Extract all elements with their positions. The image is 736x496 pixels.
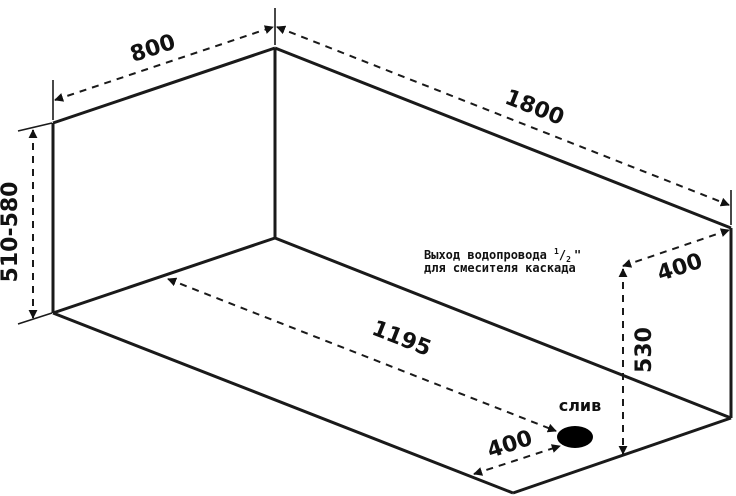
inner-length-dimension: 1195 [368, 316, 434, 362]
outlet-height-dimension: 530 [632, 327, 657, 373]
bathtub-outline [51, 46, 733, 495]
length-dimension: 1800 [501, 85, 567, 131]
dim-line-length [276, 25, 730, 207]
dim-line-outlet-offset [622, 228, 730, 268]
top-back-edge [52, 46, 276, 125]
bottom-front-edge [52, 311, 514, 495]
drain-label: слив [559, 396, 602, 415]
outlet-fraction-slash: / [559, 248, 566, 262]
outlet-note-line2: для смесителя каскада [424, 261, 576, 275]
dimension-lines [28, 25, 730, 476]
outlet-quote: " [574, 248, 581, 262]
ext-height-top [17, 122, 53, 132]
bottom-right-edge [512, 416, 732, 495]
outlet-note-line1: Выход водопровода 1/2" [424, 247, 581, 264]
ext-height-bottom [17, 312, 53, 325]
outlet-fraction-den: 2 [566, 255, 571, 264]
outlet-offset-dimension: 400 [654, 249, 705, 287]
height-range-dimension: 510-580 [0, 182, 23, 283]
dim-line-inner-length [167, 277, 557, 433]
extension-lines [17, 8, 732, 325]
outlet-fraction-num: 1 [554, 247, 559, 256]
top-right-edge [274, 46, 732, 230]
drain-hole [557, 426, 593, 448]
drain-offset-dimension: 400 [484, 426, 535, 464]
outlet-note-text: Выход водопровода [424, 248, 554, 262]
dim-line-drain-offset [473, 444, 561, 476]
bottom-back-left-edge [52, 236, 276, 315]
